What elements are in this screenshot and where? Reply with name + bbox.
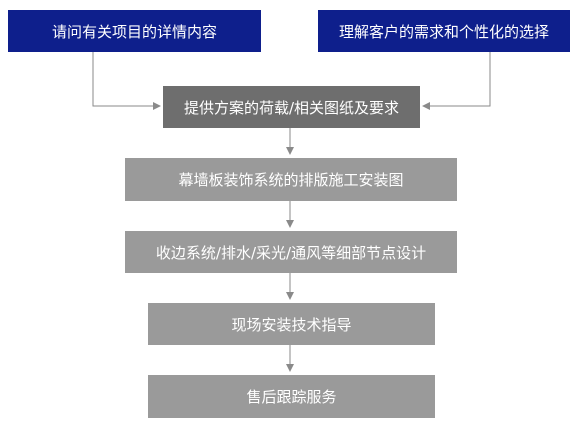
step-5-label: 售后跟踪服务 — [246, 388, 337, 406]
step-box-2: 幕墙板装饰系统的排版施工安装图 — [125, 158, 457, 201]
input-box-right-label: 理解客户的需求和个性化的选择 — [338, 22, 549, 41]
step-box-5: 售后跟踪服务 — [148, 375, 435, 418]
connector-left-to-step-1 — [92, 52, 161, 110]
connector-right-to-step-1 — [422, 52, 491, 110]
step-box-3: 收边系统/排水/采光/通风等细部节点设计 — [125, 231, 457, 273]
step-box-4: 现场安装技术指导 — [148, 303, 435, 345]
step-3-label: 收边系统/排水/采光/通风等细部节点设计 — [155, 243, 427, 262]
step-2-label: 幕墙板装饰系统的排版施工安装图 — [178, 171, 404, 189]
step-4-label: 现场安装技术指导 — [231, 315, 352, 334]
step-1-label: 提供方案的荷载/相关图纸及要求 — [183, 98, 400, 117]
step-box-1: 提供方案的荷载/相关图纸及要求 — [163, 86, 420, 128]
input-box-right: 理解客户的需求和个性化的选择 — [318, 10, 570, 52]
input-box-left-label: 请问有关项目的详情内容 — [51, 22, 217, 41]
input-box-left: 请问有关项目的详情内容 — [8, 10, 261, 52]
